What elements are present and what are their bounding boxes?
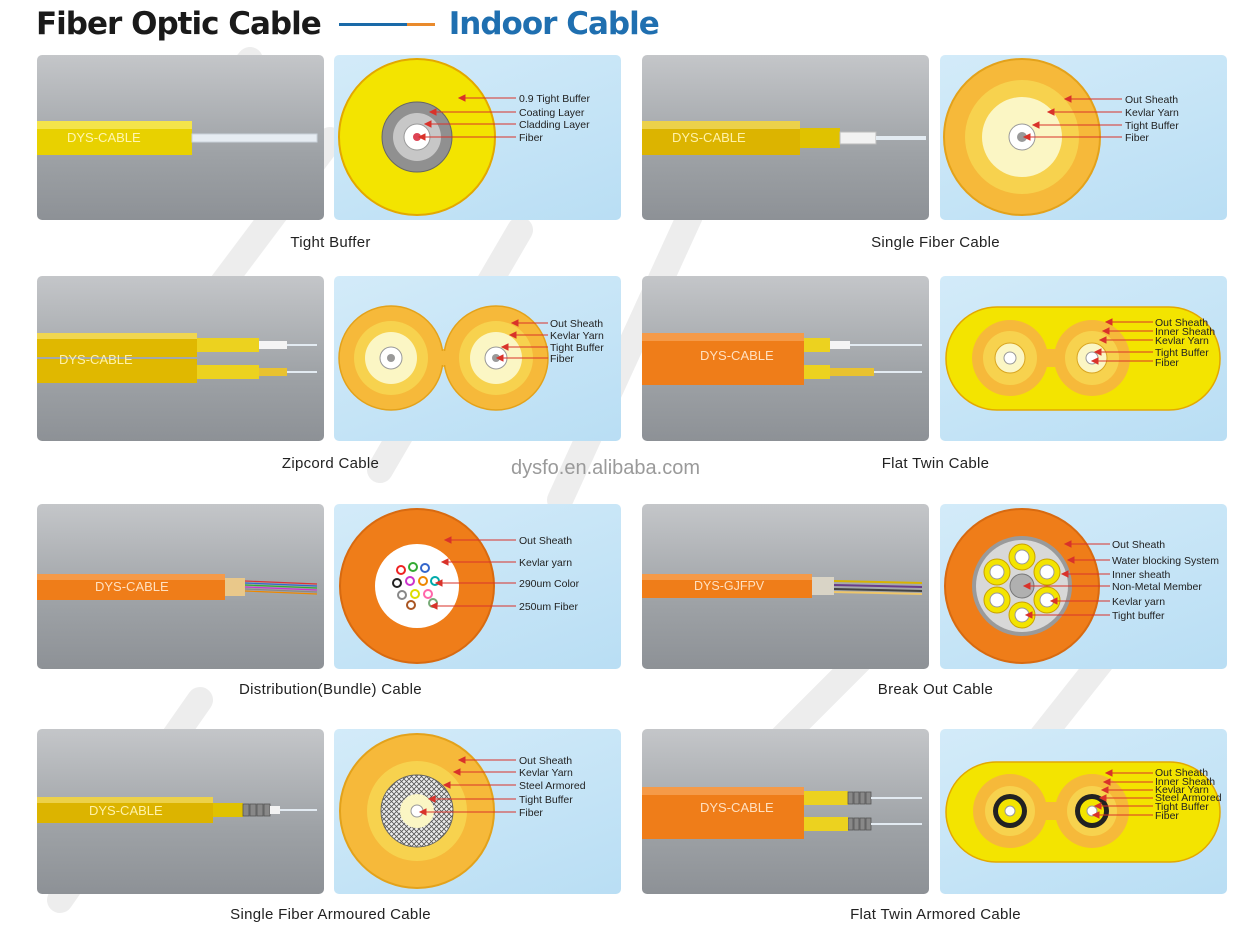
cable-print: DYS-CABLE (59, 352, 133, 367)
cross-section-flat-twin: Out Sheath Inner Sheath Kevlar Yarn Tigh… (940, 276, 1227, 441)
label: Fiber (1155, 357, 1179, 369)
label: Tight Buffer (1155, 347, 1209, 359)
label: Fiber (519, 807, 543, 819)
label: Non-Metal Member (1112, 581, 1202, 593)
cross-section-distribution: Out Sheath Kevlar yarn 290um Color 250um… (334, 504, 621, 669)
caption-single-fiber: Single Fiber Cable (871, 234, 1000, 251)
label: Kevlar yarn (519, 557, 572, 569)
label: Kevlar Yarn (519, 767, 573, 779)
label: Steel Armored (1155, 792, 1222, 804)
cable-print: DYS-CABLE (95, 579, 169, 594)
cross-section-single-fiber: Out Sheath Kevlar Yarn Tight Buffer Fibe… (940, 55, 1227, 220)
page-header: Fiber Optic Cable Indoor Cable (36, 2, 660, 46)
watermark-url: dysfo.en.alibaba.com (511, 457, 701, 479)
cable-photo-single-fiber: DYS-CABLE (642, 55, 929, 220)
cable-photo-flat-twin: DYS-CABLE (642, 276, 929, 441)
cable-photo-flat-twin-armored: DYS-CABLE (642, 729, 929, 894)
cable-photo-break-out: DYS-GJFPV (642, 504, 929, 669)
cable-photo-tight-buffer: DYS-CABLE (37, 55, 324, 220)
label: Inner Sheath (1155, 326, 1215, 338)
label: Inner Sheath (1155, 776, 1215, 788)
cross-section-single-armoured: Out Sheath Kevlar Yarn Steel Armored Tig… (334, 729, 621, 894)
label: Out Sheath (550, 318, 603, 330)
label: Coating Layer (519, 107, 585, 119)
label: 250um Fiber (519, 601, 578, 613)
label: Tight Buffer (1155, 801, 1209, 813)
label: Kevlar Yarn (1155, 335, 1209, 347)
label: Tight Buffer (519, 794, 573, 806)
caption-single-armoured: Single Fiber Armoured Cable (230, 906, 431, 923)
label: Out Sheath (519, 535, 572, 547)
label: Steel Armored (519, 780, 586, 792)
cable-print: DYS-GJFPV (694, 579, 765, 593)
label: Tight buffer (1112, 610, 1165, 622)
title-divider (338, 22, 435, 26)
cable-print: DYS-CABLE (67, 130, 141, 145)
label: Kevlar Yarn (1155, 784, 1209, 796)
cable-photo-zipcord: DYS-CABLE (37, 276, 324, 441)
caption-distribution: Distribution(Bundle) Cable (239, 681, 422, 698)
caption-tight-buffer: Tight Buffer (290, 234, 371, 251)
label: Fiber (519, 132, 543, 144)
caption-break-out: Break Out Cable (877, 681, 994, 698)
label: Tight Buffer (550, 342, 604, 354)
caption-zipcord: Zipcord Cable (281, 455, 380, 472)
cable-print: DYS-CABLE (700, 348, 774, 363)
cross-section-flat-twin-armored: Out Sheath Inner Sheath Kevlar Yarn Stee… (940, 729, 1227, 894)
caption-flat-twin-armored: Flat Twin Armored Cable (850, 906, 1021, 923)
label: Kevlar yarn (1112, 596, 1165, 608)
label: Out Sheath (1112, 539, 1165, 551)
label: Water blocking System (1112, 555, 1219, 567)
label: 0.9 Tight Buffer (519, 93, 591, 105)
cable-photo-distribution: DYS-CABLE (37, 504, 324, 669)
cross-section-zipcord: Out Sheath Kevlar Yarn Tight Buffer Fibe… (334, 276, 621, 441)
label: Kevlar Yarn (550, 330, 604, 342)
cable-photo-single-armoured: DYS-CABLE (37, 729, 324, 894)
label: Out Sheath (1155, 317, 1208, 329)
cable-print: DYS-CABLE (672, 130, 746, 145)
caption-flat-twin: Flat Twin Cable (881, 455, 990, 472)
label: Cladding Layer (519, 119, 590, 131)
label: Fiber (550, 353, 574, 365)
label: Inner sheath (1112, 569, 1171, 581)
cross-section-break-out: Out Sheath Water blocking System Inner s… (940, 504, 1227, 669)
label: Fiber (1125, 132, 1149, 144)
label: Fiber (1155, 810, 1179, 822)
page-subtitle: Indoor Cable (448, 6, 660, 42)
cross-section-tight-buffer: 0.9 Tight Buffer Coating Layer Cladding … (334, 55, 621, 220)
page-title: Fiber Optic Cable (36, 6, 322, 42)
cable-print: DYS-CABLE (700, 800, 774, 815)
label: Kevlar Yarn (1125, 107, 1179, 119)
label: Out Sheath (1125, 94, 1178, 106)
label: 290um Color (519, 578, 580, 590)
label: Out Sheath (519, 755, 572, 767)
label: Out Sheath (1155, 767, 1208, 779)
cable-print: DYS-CABLE (89, 803, 163, 818)
label: Tight Buffer (1125, 120, 1179, 132)
